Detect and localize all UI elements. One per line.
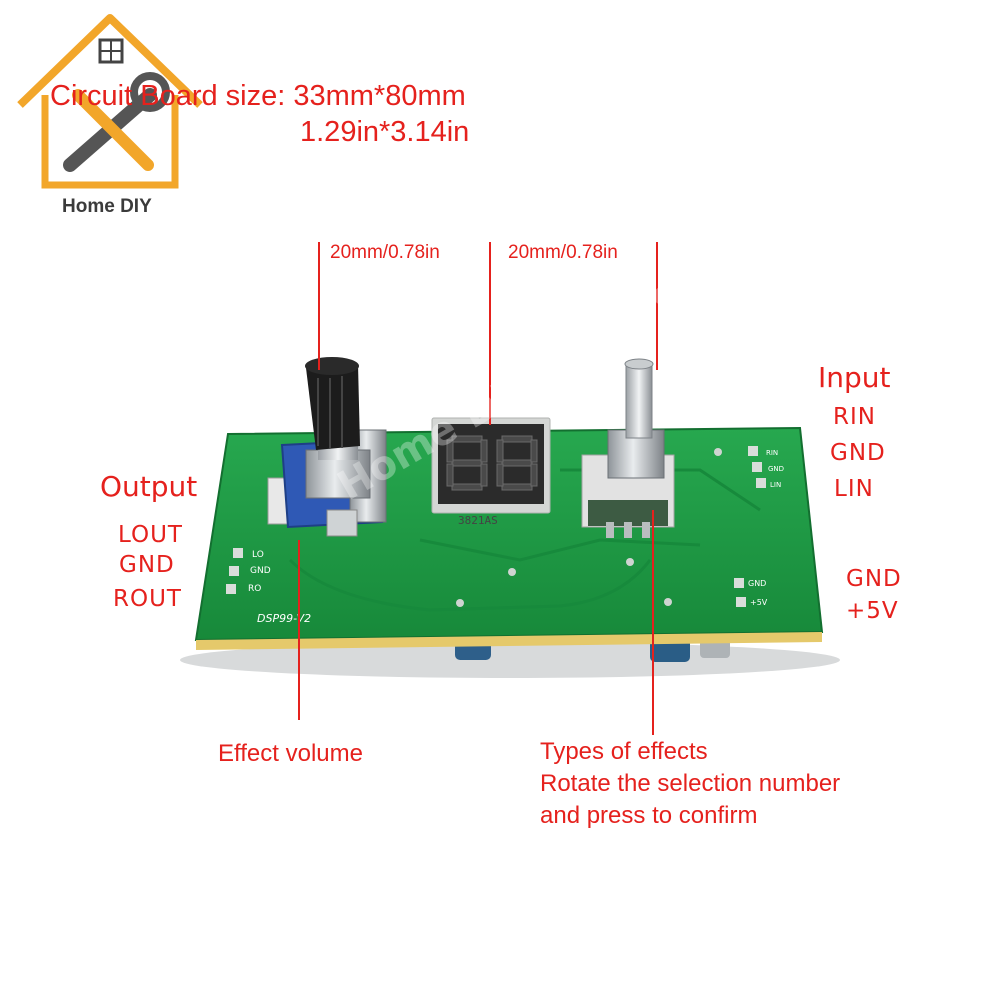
callout-effect-types: Types of effects Rotate the selection nu… [540,736,840,832]
silkscreen-labels: LO GND RO RIN GND LIN GND +5V DSP99-V2 [248,449,784,625]
seven-segment-display: 3821AS [431,417,551,527]
board-size-line1: Circuit Board size: 33mm*80mm [50,80,466,112]
home-diy-logo [17,14,203,189]
input-pin-gnd: GND [830,440,886,466]
effect-volume-knob[interactable] [267,357,387,537]
board-size-line2: 1.29in*3.14in [300,116,470,148]
input-pin-lin: LIN [834,476,874,502]
annotation-lines [298,242,658,735]
silk-out-lo: LO [252,550,264,560]
dimension-right: 20mm/0.78in [508,242,618,263]
logo-text: Home DIY [62,196,152,217]
callout-effect-types-line2: Rotate the selection number [540,770,841,797]
silk-in-gnd: GND [768,465,784,473]
dimension-left: 20mm/0.78in [330,242,440,263]
callout-effect-volume: Effect volume [218,740,363,767]
input-title: Input [818,361,891,394]
output-pin-lout: LOUT [118,522,183,548]
output-pin-rout: ROUT [113,586,182,612]
display-chip-label: 3821AS [458,514,498,527]
silk-in-lin: LIN [770,481,781,489]
callout-effect-types-line3: and press to confirm [540,802,758,829]
power-pin-gnd: GND [846,566,902,592]
effect-selector-encoder[interactable] [581,358,675,538]
silk-model: DSP99-V2 [257,612,311,625]
silk-out-ro: RO [248,584,261,594]
silk-pwr-gnd: GND [748,579,766,588]
input-pin-rin: RIN [833,404,876,430]
output-pin-gnd: GND [119,552,175,578]
power-pin-5v: +5V [846,598,899,624]
callout-effect-types-line1: Types of effects [540,738,708,765]
silk-pwr-5v: +5V [750,598,768,607]
silk-out-gnd: GND [250,566,271,576]
silk-in-rin: RIN [766,449,778,457]
output-title: Output [100,470,198,503]
